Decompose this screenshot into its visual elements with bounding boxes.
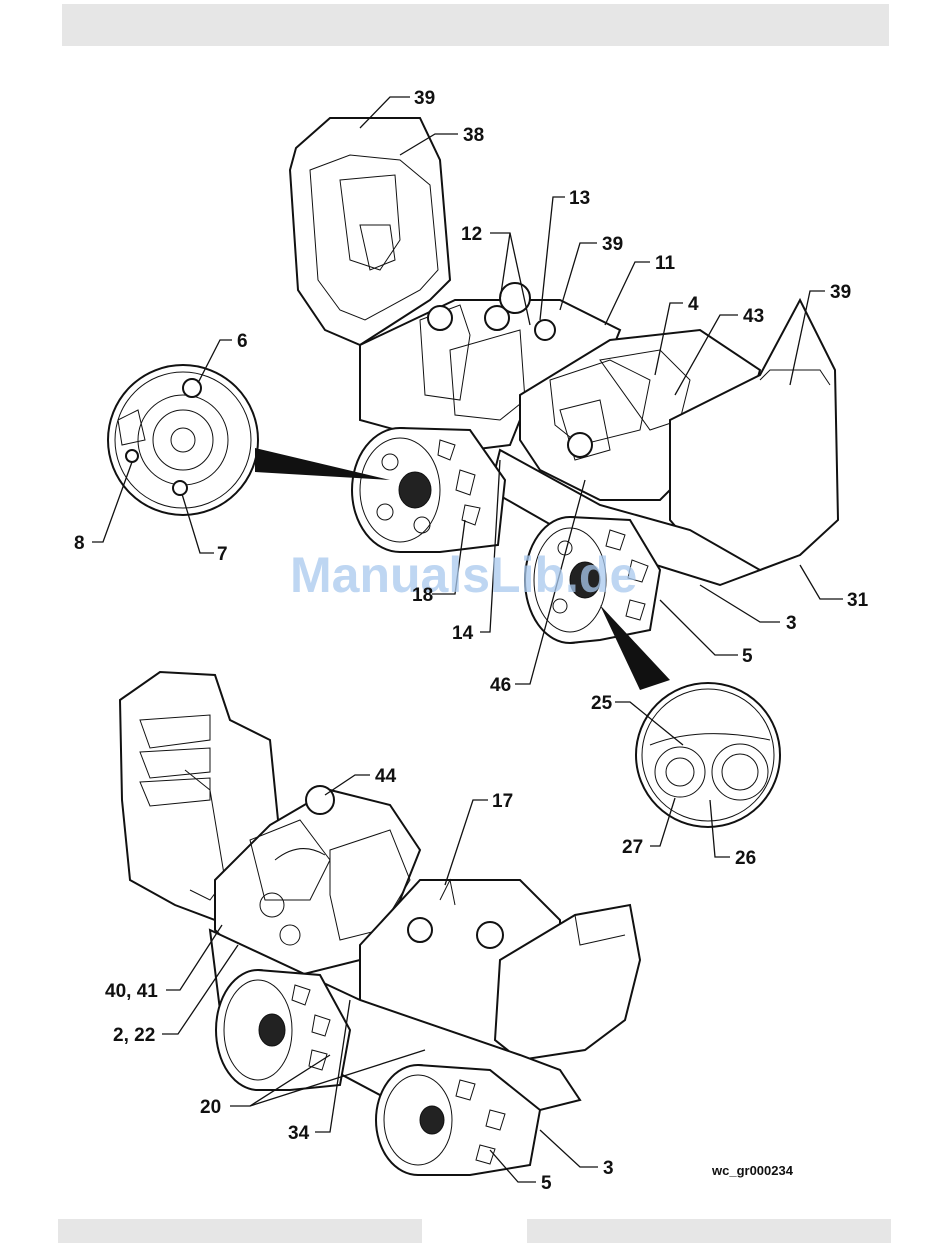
callout-44: 44 [375,766,397,787]
callout-11: 11 [655,253,676,274]
callout-20: 20 [200,1097,221,1118]
callout-5: 5 [742,646,753,667]
detail-exciter [600,605,780,827]
callout-39: 39 [830,282,851,303]
callout-25: 25 [591,693,613,714]
callout-7: 7 [217,544,228,565]
callout-34: 34 [288,1123,310,1144]
callout-46: 46 [490,675,511,696]
callout-43: 43 [743,306,764,327]
callout-39: 39 [602,234,623,255]
callout-39: 39 [414,88,435,109]
callout-31: 31 [847,590,869,611]
callout-5: 5 [541,1173,552,1194]
callout-2-22: 2, 22 [113,1025,155,1046]
callout-12: 12 [461,224,482,245]
figure-id: wc_gr000234 [711,1163,794,1178]
callout-8: 8 [74,533,85,554]
callout-4: 4 [688,294,699,315]
bottom-roller-machine [120,672,640,1175]
callout-13: 13 [569,188,590,209]
callout-27: 27 [622,837,643,858]
callout-3: 3 [786,613,797,634]
callout-14: 14 [452,623,474,644]
callout-26: 26 [735,848,756,869]
callout-3: 3 [603,1158,614,1179]
callout-18: 18 [412,585,433,606]
detail-drive-motor [108,365,390,515]
watermark-text: ManualsLib.de [290,547,637,603]
callout-17: 17 [492,791,513,812]
callout-38: 38 [463,125,484,146]
callout-40-41: 40, 41 [105,981,158,1002]
callout-6: 6 [237,331,248,352]
